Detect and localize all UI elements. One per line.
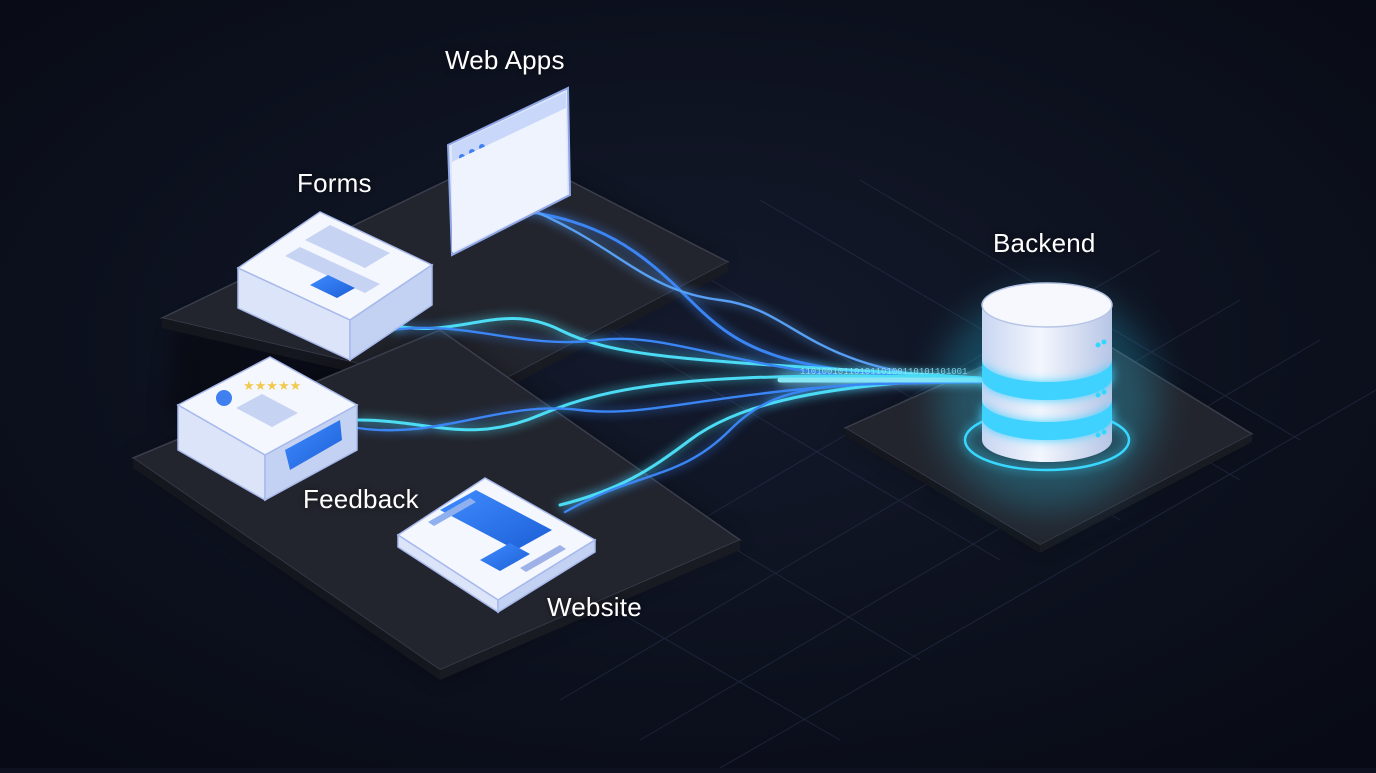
webapps-label: Web Apps — [445, 45, 565, 75]
binary-stream: 1101001011010110100110101101001 — [800, 367, 967, 377]
star-rating-icon: ★★★★★ — [243, 379, 301, 394]
cable-forms-b — [390, 326, 982, 384]
database-cylinder-icon — [981, 282, 1113, 462]
forms-node — [236, 211, 434, 362]
cable-website-a — [558, 376, 982, 507]
backend-label: Backend — [993, 228, 1096, 258]
chat-bubble-icon — [285, 420, 342, 470]
website-label: Website — [547, 592, 642, 622]
cable-webapps-b — [518, 203, 982, 384]
cable-website-b — [563, 380, 982, 514]
feedback-node: ★★★★★ — [176, 356, 359, 502]
webpage-document-icon — [396, 477, 597, 614]
avatar-icon — [216, 390, 232, 406]
webapps-node — [446, 86, 572, 257]
rating-feedback-icon: ★★★★★ — [176, 356, 359, 502]
backend-node — [937, 282, 1157, 510]
cable-forms-a — [388, 317, 982, 380]
website-node — [396, 477, 597, 614]
feedback-label: Feedback — [303, 484, 419, 514]
form-card-icon — [236, 211, 434, 362]
forms-label: Forms — [297, 168, 372, 198]
browser-window-icon — [446, 86, 572, 257]
svg-text:★★★★★: ★★★★★ — [243, 379, 301, 394]
